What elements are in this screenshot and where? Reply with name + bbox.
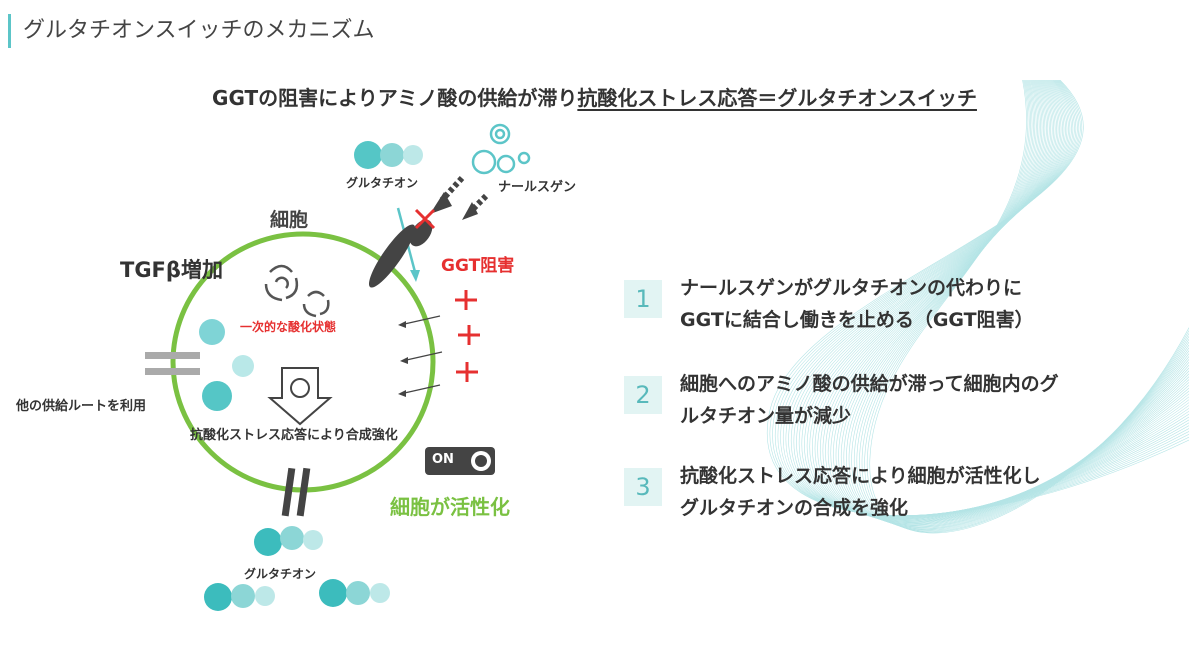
blocked-flow-arrows	[399, 315, 443, 395]
cell-label: 細胞	[270, 209, 309, 231]
activated-label: 細胞が活性化	[390, 495, 510, 519]
glutathione-bottom-label: グルタチオン	[244, 567, 317, 581]
step-3: 3 抗酸化ストレス応答により細胞が活性化しグルタチオンの合成を強化	[620, 460, 1180, 534]
ggt-receptor	[368, 224, 416, 288]
narlsgen-molecule	[471, 123, 531, 175]
ggt-block-label: GGT阻害	[441, 256, 515, 276]
oxidative-swirl-icon	[264, 264, 330, 318]
arrowhead-2	[462, 202, 478, 220]
oxidative-label: 一次的な酸化状態	[240, 320, 337, 334]
headline-part-underlined: 抗酸化ストレス応答＝グルタチオンスイッチ	[577, 86, 977, 110]
step-2: 2 細胞へのアミノ酸の供給が滞って細胞内のグルタチオン量が減少	[620, 368, 1180, 442]
glutathione-molecule-bottom-1	[254, 526, 323, 556]
other-route-label: 他の供給ルートを利用	[16, 399, 147, 414]
narlsgen-bound	[409, 219, 433, 247]
glutathione-top-label: グルタチオン	[346, 176, 419, 190]
entry-arrowhead	[410, 270, 420, 282]
molecule-inside-1	[199, 319, 225, 345]
step-line: ルタチオン量が減少	[680, 405, 852, 427]
synthesis-arrow-icon	[267, 367, 333, 426]
glutathione-molecule-top	[354, 141, 423, 169]
step-line: グルタチオンの合成を強化	[680, 497, 909, 519]
membrane-channel	[281, 467, 311, 517]
narlsgen-label: ナールスゲン	[498, 180, 577, 195]
headline: GGTの阻害によりアミノ酸の供給が滞り抗酸化ストレス応答＝グルタチオンスイッチ	[0, 82, 1189, 111]
glutathione-molecule-bottom-3	[319, 579, 390, 607]
arrowhead-1	[430, 192, 452, 214]
glutathione-molecule-bottom-2	[204, 583, 275, 611]
cell-diagram	[145, 123, 531, 611]
tgf-label: TGFβ増加	[120, 258, 223, 282]
step-1: 1 ナールスゲンがグルタチオンの代わりに GGTに結合し働きを止める（GGT阻害）	[620, 272, 1180, 346]
wave-lines	[767, 80, 1189, 534]
step-number: 2	[624, 376, 662, 414]
step-number: 3	[624, 468, 662, 506]
response-label: 抗酸化ストレス応答により合成強化	[190, 428, 398, 443]
decorative-wave	[767, 80, 1189, 534]
molecule-inside-3	[202, 381, 232, 411]
on-switch	[425, 447, 495, 475]
switch-label: ON	[432, 452, 454, 467]
other-route-bars	[145, 352, 200, 375]
molecule-inside-2	[232, 355, 254, 377]
page-title: グルタチオンスイッチのメカニズム	[8, 14, 375, 48]
headline-part-plain: GGTの阻害によりアミノ酸の供給が滞り	[212, 86, 578, 110]
step-line: 細胞へのアミノ酸の供給が滞って細胞内のグ	[680, 373, 1059, 395]
step-line: GGTに結合し働きを止める（GGT阻害）	[680, 309, 1034, 331]
step-number: 1	[624, 280, 662, 318]
steps-list: 1 ナールスゲンがグルタチオンの代わりに GGTに結合し働きを止める（GGT阻害）…	[620, 272, 1180, 532]
block-crosses	[414, 208, 480, 382]
step-line: ナールスゲンがグルタチオンの代わりに	[680, 277, 1023, 299]
step-line: 抗酸化ストレス応答により細胞が活性化し	[680, 465, 1041, 487]
